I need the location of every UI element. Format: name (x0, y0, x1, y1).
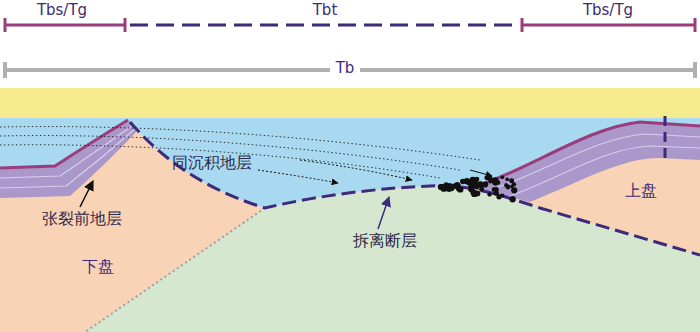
extent-bars (5, 18, 695, 78)
bedding-lines (0, 127, 480, 178)
block-label: 下盘 (82, 258, 114, 276)
layer-label: 张裂前地层 (42, 210, 122, 228)
fault-label: 拆离断层 (353, 232, 417, 250)
conglomerate (438, 175, 518, 203)
layer-label: 同沉积地层 (172, 154, 252, 172)
top-layer (0, 88, 700, 122)
syn-sediment (0, 118, 700, 332)
extent-label: Tb (330, 60, 361, 77)
footwall (0, 122, 265, 332)
extent-label: Tbt (313, 2, 338, 19)
extent-label: Tbs/Tg (37, 2, 87, 19)
detachment-fault (130, 122, 700, 255)
extent-label: Tbs/Tg (583, 2, 633, 19)
pre-rift-layer (0, 120, 137, 198)
block-label: 上盘 (625, 182, 657, 200)
